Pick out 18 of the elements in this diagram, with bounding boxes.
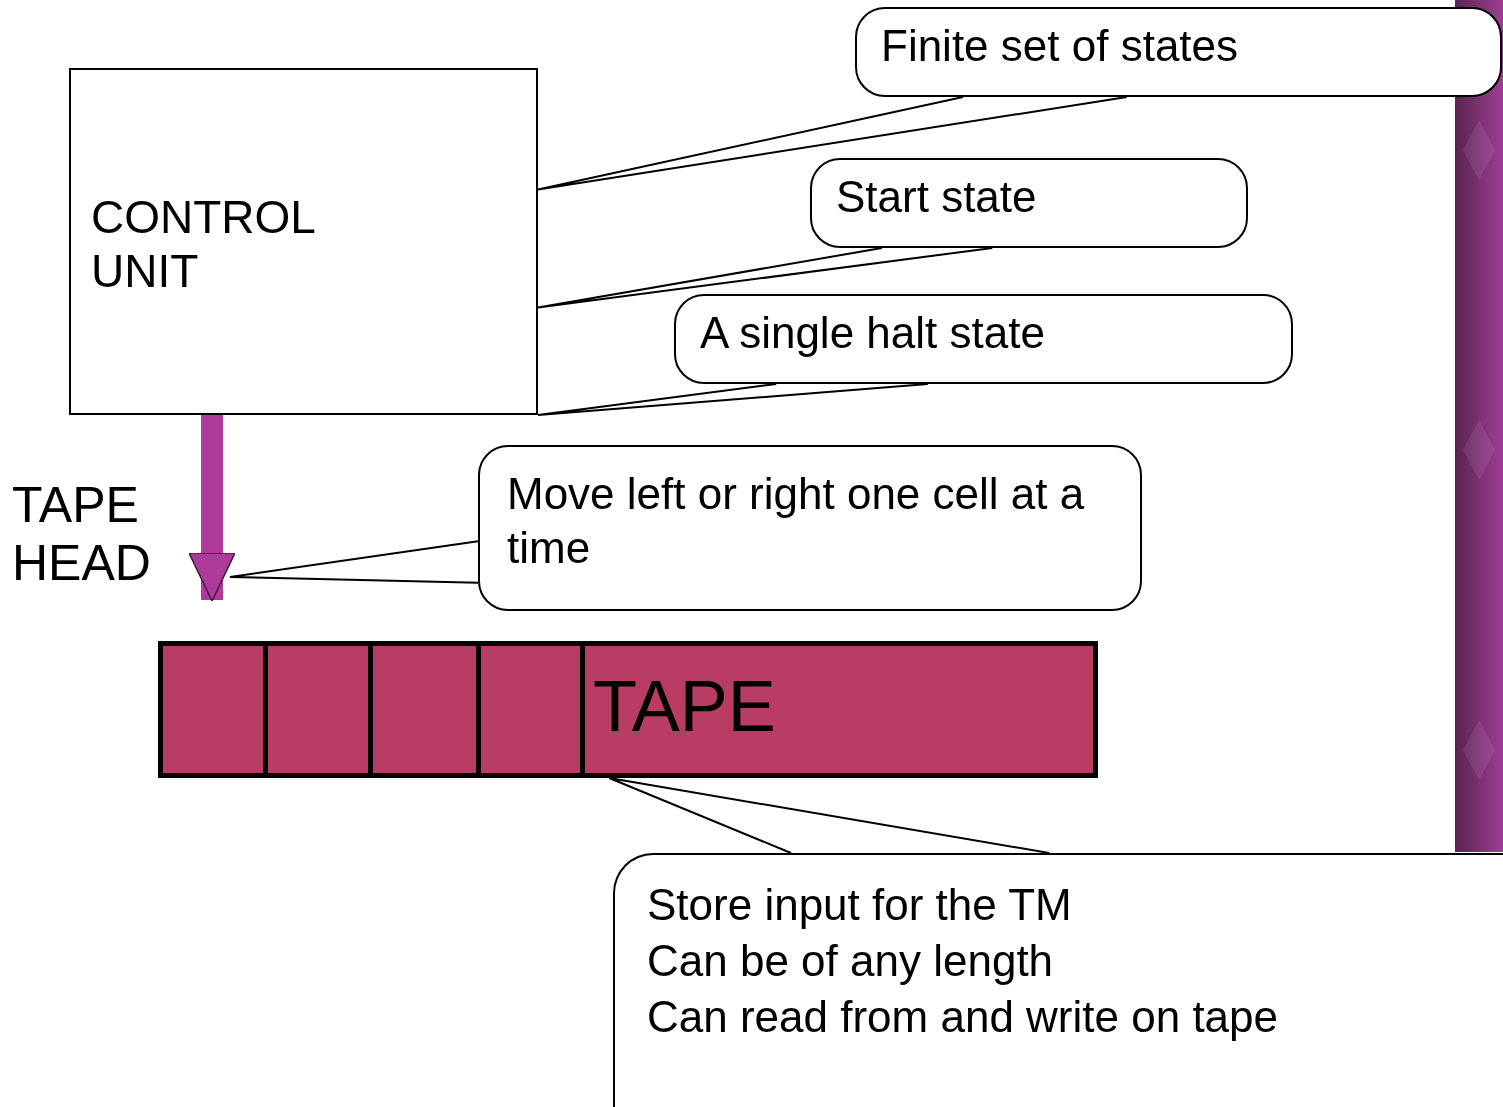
node-text: Move left or right one cell at a time xyxy=(507,468,1086,574)
node-text: A single halt state xyxy=(700,308,1045,358)
node-text: Can read from and write on tape xyxy=(647,991,1279,1043)
node-text: Start state xyxy=(836,172,1037,222)
tape-strip xyxy=(158,641,1098,778)
node-text: Store input for the TM xyxy=(647,879,1073,931)
node-text: Finite set of states xyxy=(881,21,1239,71)
callout-box xyxy=(613,853,1503,1107)
tape-head-arrow xyxy=(188,415,236,602)
callout-box xyxy=(810,158,1248,248)
callout-box xyxy=(855,7,1502,97)
tape-head-label: TAPE HEAD xyxy=(12,476,152,592)
callout-box xyxy=(674,294,1293,384)
callout-box xyxy=(478,445,1142,611)
tape-label: TAPE xyxy=(593,666,776,746)
node-text: Can be of any length xyxy=(647,935,1055,987)
node-text: CONTROL UNIT xyxy=(91,190,316,298)
control-unit-box xyxy=(69,68,538,415)
